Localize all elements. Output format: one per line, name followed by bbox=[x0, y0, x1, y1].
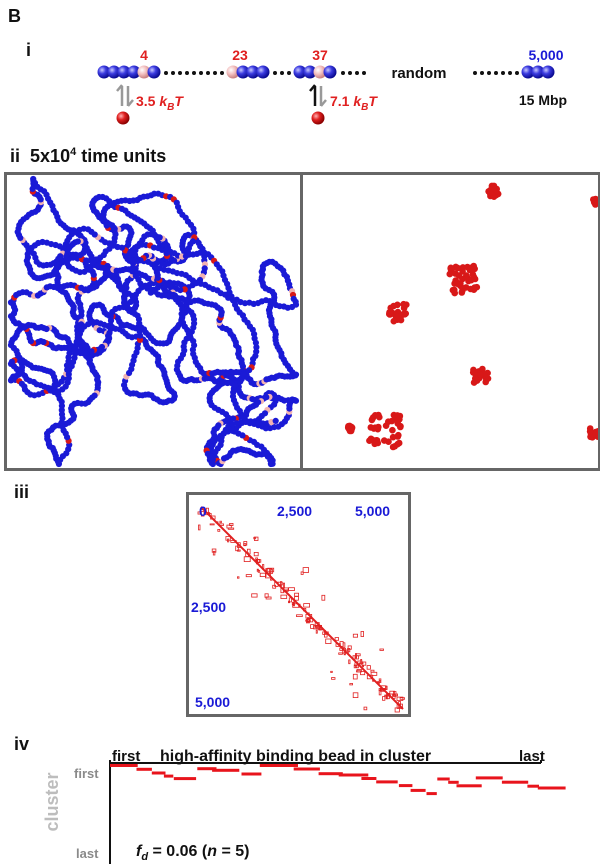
section-iv-label: iv bbox=[14, 734, 30, 754]
section-ii-title: ii 5x104 time units bbox=[10, 146, 167, 166]
random-label: random bbox=[391, 65, 446, 82]
snapshot-frame bbox=[4, 172, 600, 471]
tick-top-2500: 2,500 bbox=[277, 503, 313, 519]
panel-letter: B bbox=[8, 6, 21, 26]
x-last-label: last bbox=[519, 748, 545, 765]
size-label: 15 Mbp bbox=[519, 92, 567, 108]
tick-top-5000: 5,000 bbox=[355, 503, 391, 519]
binding-arrows-low bbox=[116, 84, 134, 107]
polymer-schematic: 4 23 37 5,000 random 15 Mbp 3.5 kBT 7.1 … bbox=[97, 47, 567, 125]
snapshot-divider bbox=[300, 175, 303, 468]
y-axis-label: cluster bbox=[42, 772, 62, 832]
contact-map bbox=[197, 506, 405, 713]
x-first-label: first bbox=[112, 748, 141, 765]
section-i-label: i bbox=[26, 40, 32, 60]
chain-segment-3 bbox=[293, 65, 337, 79]
bead-number-5000: 5,000 bbox=[528, 47, 563, 63]
binding-arrows-high bbox=[309, 84, 317, 106]
fd-annotation: fd = 0.06 (n = 5) bbox=[136, 843, 250, 864]
binder-bead-low bbox=[116, 111, 130, 125]
binding-energy-high: 7.1 kBT bbox=[330, 93, 378, 113]
bead-number-4: 4 bbox=[140, 47, 148, 63]
polymer-snapshot bbox=[7, 175, 300, 468]
y-last-label: last bbox=[76, 846, 99, 861]
binder-snapshot bbox=[344, 182, 598, 451]
tick-left-2500: 2,500 bbox=[191, 599, 227, 615]
chain-segment-4 bbox=[521, 65, 555, 79]
section-iii-label: iii bbox=[14, 482, 30, 502]
chain-segment-1 bbox=[97, 65, 161, 79]
binding-energy-low: 3.5 kBT bbox=[136, 93, 184, 113]
chain-dots-3 bbox=[341, 71, 366, 75]
binder-bead-high bbox=[311, 111, 325, 125]
chain-dots-4 bbox=[473, 71, 519, 75]
cluster-plot-title: high-affinity binding bead in cluster bbox=[160, 748, 432, 765]
tick-top-0: 0 bbox=[199, 503, 207, 519]
bead-number-37: 37 bbox=[312, 47, 328, 63]
chain-dots-1 bbox=[164, 71, 224, 75]
bead-number-23: 23 bbox=[232, 47, 248, 63]
y-first-label: first bbox=[74, 766, 99, 781]
cluster-plot bbox=[109, 760, 566, 864]
tick-left-5000: 5,000 bbox=[195, 694, 231, 710]
chain-dots-2 bbox=[273, 71, 291, 75]
chain-segment-2 bbox=[226, 65, 270, 79]
contact-map-frame: 0 2,500 5,000 2,500 5,000 bbox=[186, 492, 411, 717]
